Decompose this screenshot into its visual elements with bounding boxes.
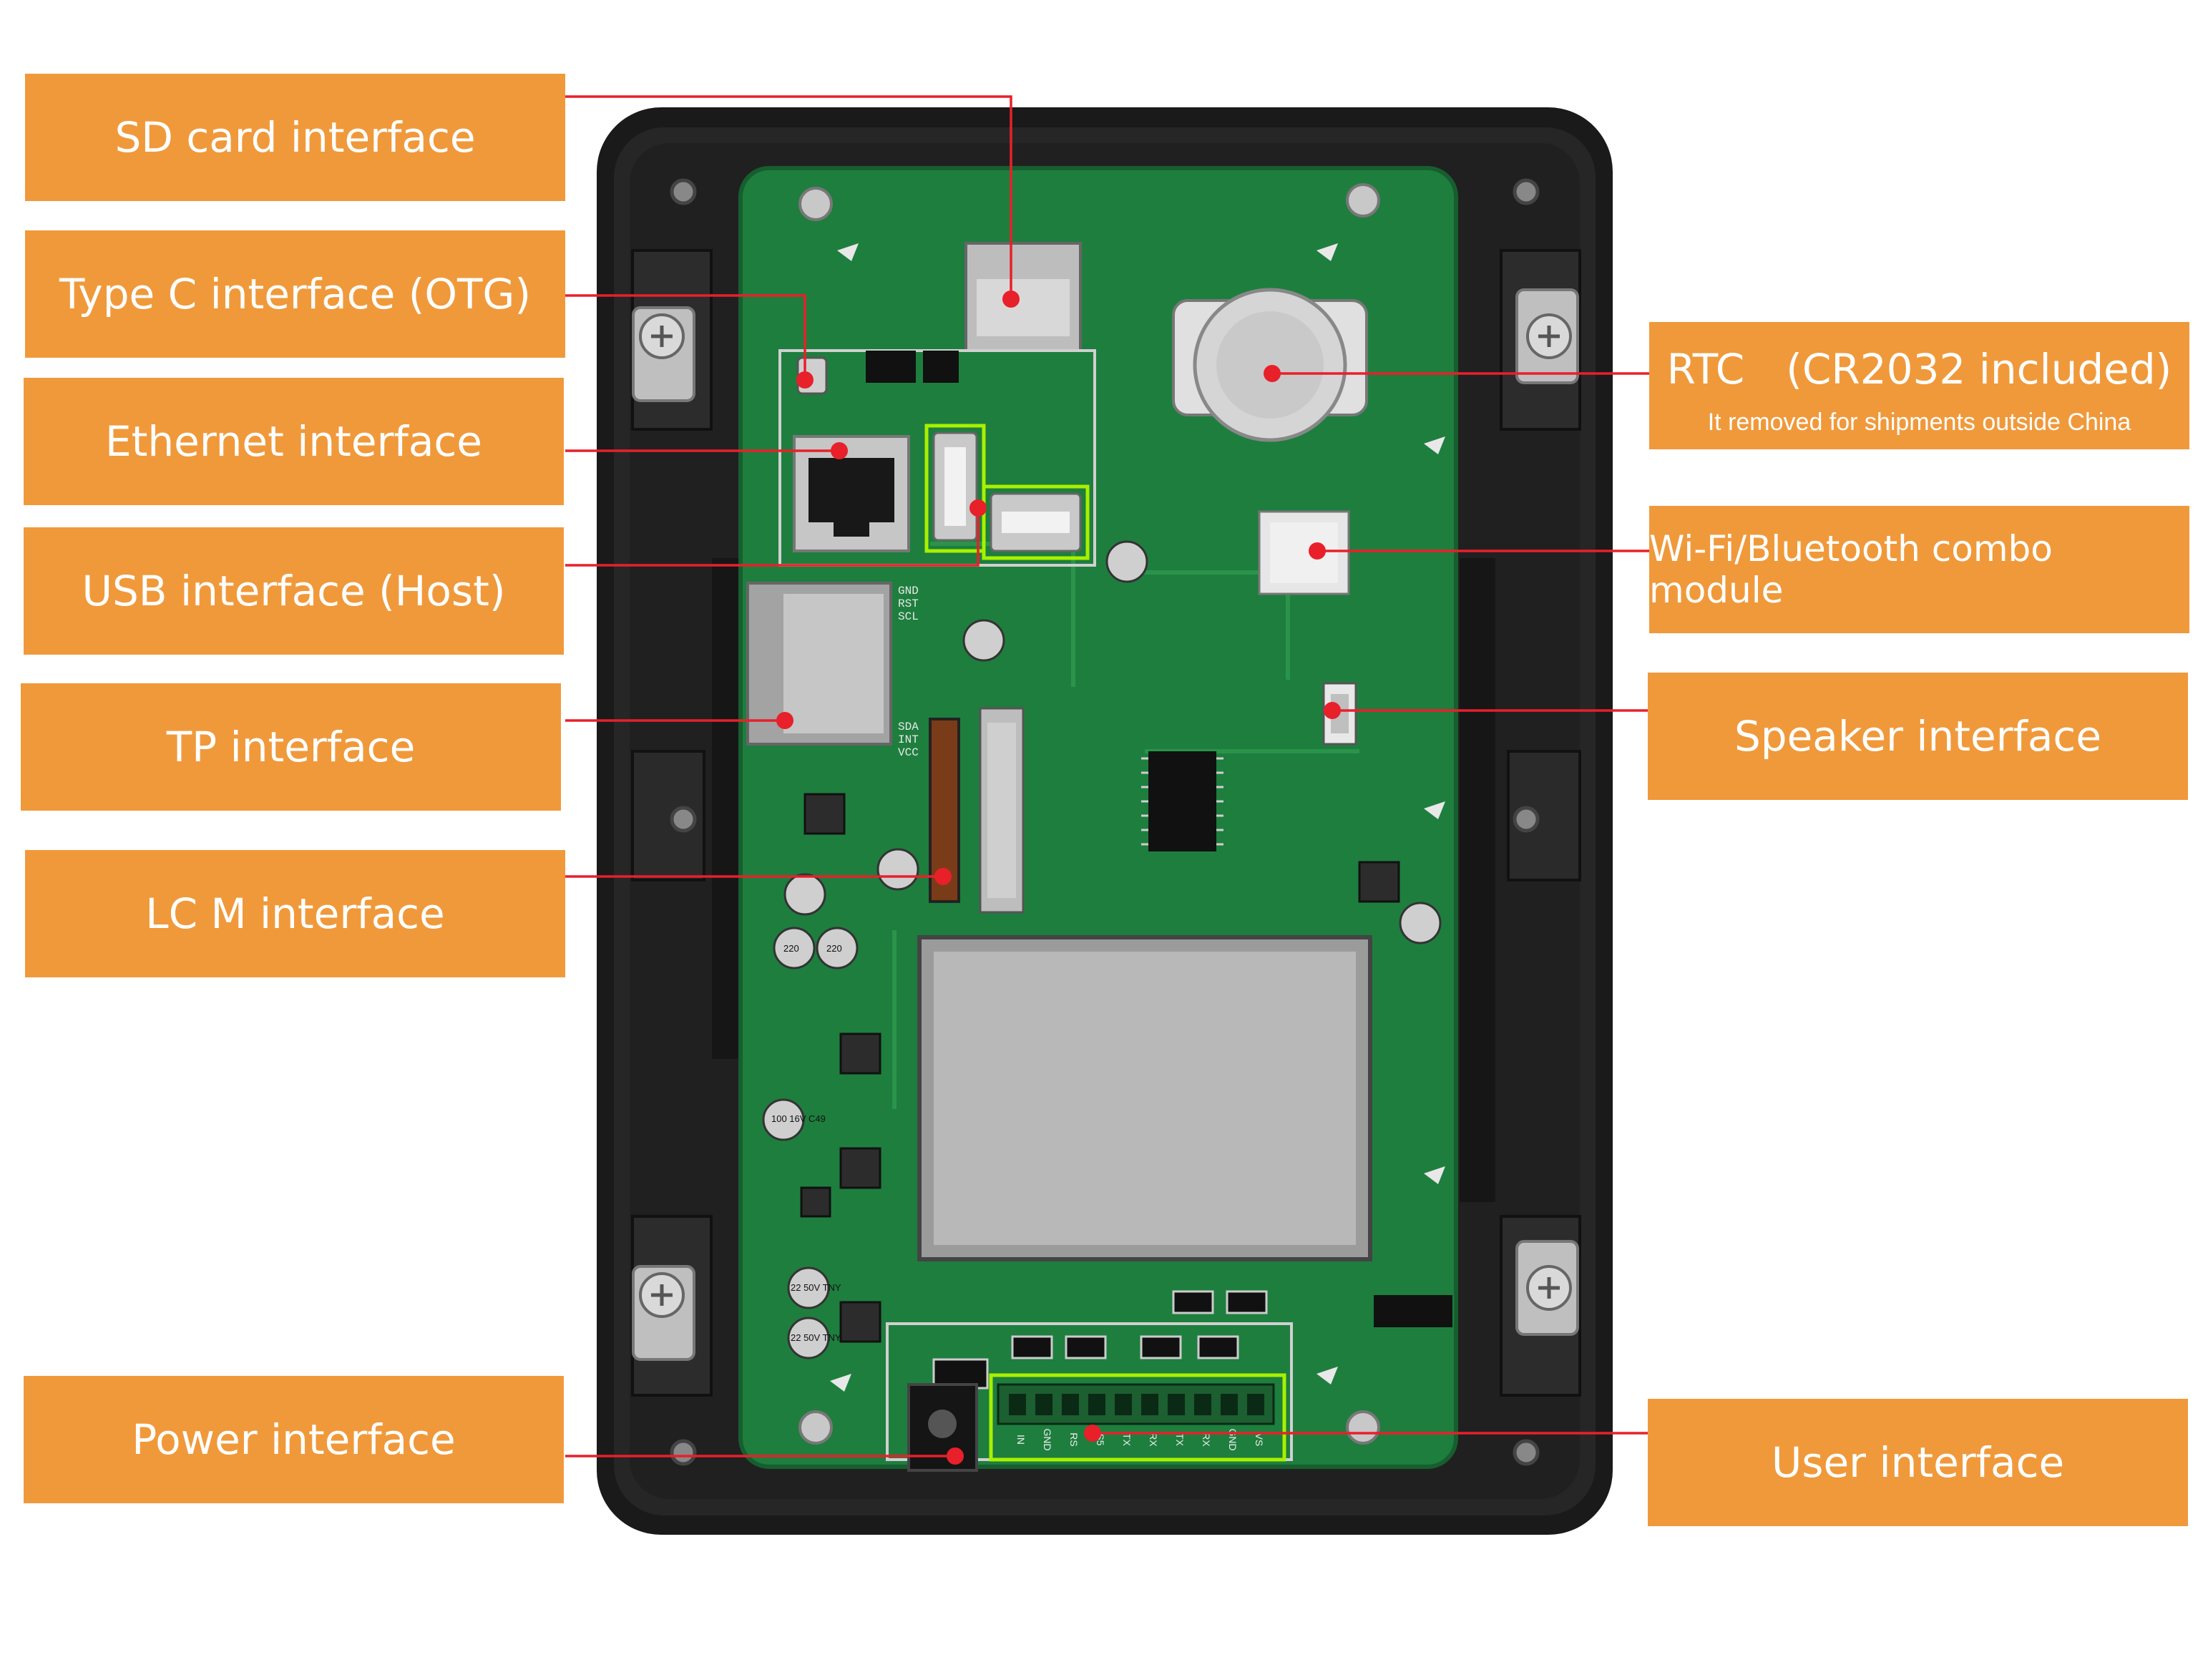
ic-pins	[1141, 757, 1223, 846]
main-ic	[1148, 751, 1216, 851]
dot-power	[947, 1447, 964, 1465]
label-speaker: Speaker interface	[1648, 673, 2188, 800]
terminal-pin	[1168, 1394, 1185, 1415]
terminal-pin-label: RX	[1201, 1432, 1212, 1447]
terminal-pin-label: RS	[1068, 1432, 1080, 1446]
svg-text:SDA: SDA	[898, 721, 919, 733]
leader-sd	[565, 95, 1012, 299]
terminal-pin	[1247, 1394, 1264, 1415]
svg-text:GND: GND	[898, 585, 919, 597]
label-lcm-text: LC M interface	[145, 889, 445, 938]
label-user: User interface	[1648, 1399, 2188, 1526]
usb-port-horizontal	[982, 484, 1090, 560]
label-ethernet-text: Ethernet interface	[105, 417, 482, 466]
soc-shield	[917, 935, 1372, 1261]
svg-text:INT: INT	[898, 733, 919, 746]
wifi-bt-chip	[1258, 510, 1350, 595]
dot-rtc	[1264, 365, 1281, 382]
ethernet-port	[793, 435, 910, 552]
terminal-pin-label: RX	[1148, 1432, 1159, 1447]
capacitor-labels: 100 16V C49 220 220 22 50V TNY 22 50V TN…	[771, 943, 842, 1343]
label-usb-host: USB interface (Host)	[24, 527, 564, 655]
bracket-top-left	[632, 306, 695, 402]
bracket-bottom-right	[1515, 1240, 1579, 1336]
dot-speaker	[1324, 702, 1341, 719]
label-sd-card: SD card interface	[25, 74, 565, 201]
terminal-pin	[1062, 1394, 1079, 1415]
capacitor	[762, 540, 1442, 1359]
label-power-text: Power interface	[132, 1415, 456, 1464]
small-chip	[923, 351, 959, 383]
inductor	[800, 793, 1400, 1343]
leader-endpoints	[776, 290, 1341, 1465]
label-type-c-text: Type C interface (OTG)	[59, 270, 531, 318]
enclosure-holes	[670, 178, 1540, 1466]
dot-ethernet	[831, 442, 848, 459]
bracket-bottom-left	[632, 1265, 695, 1361]
svg-text:100 16V C49: 100 16V C49	[771, 1113, 826, 1124]
label-sd-card-text: SD card interface	[114, 113, 476, 162]
usb-port-vertical	[924, 424, 986, 553]
diode	[932, 1290, 1268, 1390]
dot-user	[1084, 1425, 1101, 1442]
dot-wifi	[1309, 542, 1326, 560]
terminal-pin-label: VS	[1254, 1433, 1265, 1447]
svg-text:220: 220	[783, 943, 799, 954]
leader-usb	[565, 508, 980, 567]
dot-sd	[1002, 290, 1020, 308]
terminal-pin	[1221, 1394, 1238, 1415]
label-speaker-text: Speaker interface	[1734, 712, 2102, 761]
svg-text:22 50V TNY: 22 50V TNY	[791, 1332, 841, 1343]
terminal-pins	[1009, 1394, 1264, 1415]
label-rtc-note: It removed for shipments outside China	[1707, 408, 2131, 436]
label-user-text: User interface	[1771, 1438, 2065, 1487]
svg-text:RST: RST	[898, 597, 919, 610]
terminal-pin-label: TX	[1121, 1433, 1133, 1447]
label-usb-host-text: USB interface (Host)	[82, 567, 506, 615]
label-wifi-bt: Wi-Fi/Bluetooth combo module	[1649, 506, 2189, 633]
terminal-pin-label: IN	[1015, 1435, 1027, 1445]
label-power: Power interface	[24, 1376, 564, 1503]
svg-text:22 50V TNY: 22 50V TNY	[791, 1282, 841, 1293]
bracket-top-right	[1515, 288, 1579, 384]
terminal-pin	[1035, 1394, 1052, 1415]
terminal-pin-label: GND	[1042, 1428, 1053, 1450]
dot-lcm	[934, 868, 952, 885]
label-ethernet: Ethernet interface	[24, 378, 564, 505]
leader-lines	[565, 95, 1649, 1457]
power-jack	[907, 1383, 978, 1472]
terminal-pin	[1088, 1394, 1105, 1415]
label-tp-text: TP interface	[166, 723, 416, 771]
label-rtc-text: RTC (CR2032 included)	[1666, 344, 2172, 394]
sd-card-slot	[964, 242, 1082, 352]
dot-usb	[969, 499, 987, 517]
tp-connector	[746, 582, 892, 746]
dot-tp	[776, 712, 793, 729]
terminal-pin-label: GND	[1227, 1428, 1239, 1450]
terminal-pin	[1141, 1394, 1158, 1415]
label-wifi-bt-text: Wi-Fi/Bluetooth combo module	[1649, 528, 2053, 611]
svg-text:220: 220	[826, 943, 842, 954]
label-tp: TP interface	[21, 683, 561, 811]
svg-text:VCC: VCC	[898, 746, 919, 759]
label-type-c: Type C interface (OTG)	[25, 230, 565, 358]
tp-pin-labels: GND RST SCL SDA INT VCC	[898, 585, 919, 759]
terminal-pin	[1009, 1394, 1026, 1415]
dot-typec	[796, 371, 814, 389]
svg-text:SCL: SCL	[898, 610, 919, 623]
small-chip	[866, 351, 916, 383]
resistor-array	[1374, 1295, 1452, 1327]
terminal-pin-label: TX	[1174, 1433, 1186, 1447]
label-rtc: RTC (CR2032 included) It removed for shi…	[1649, 322, 2189, 449]
leader-typec	[565, 294, 806, 380]
terminal-pin	[1194, 1394, 1211, 1415]
terminal-pin	[1115, 1394, 1132, 1415]
label-lcm: LC M interface	[25, 850, 565, 977]
rtc-battery	[1172, 288, 1368, 442]
